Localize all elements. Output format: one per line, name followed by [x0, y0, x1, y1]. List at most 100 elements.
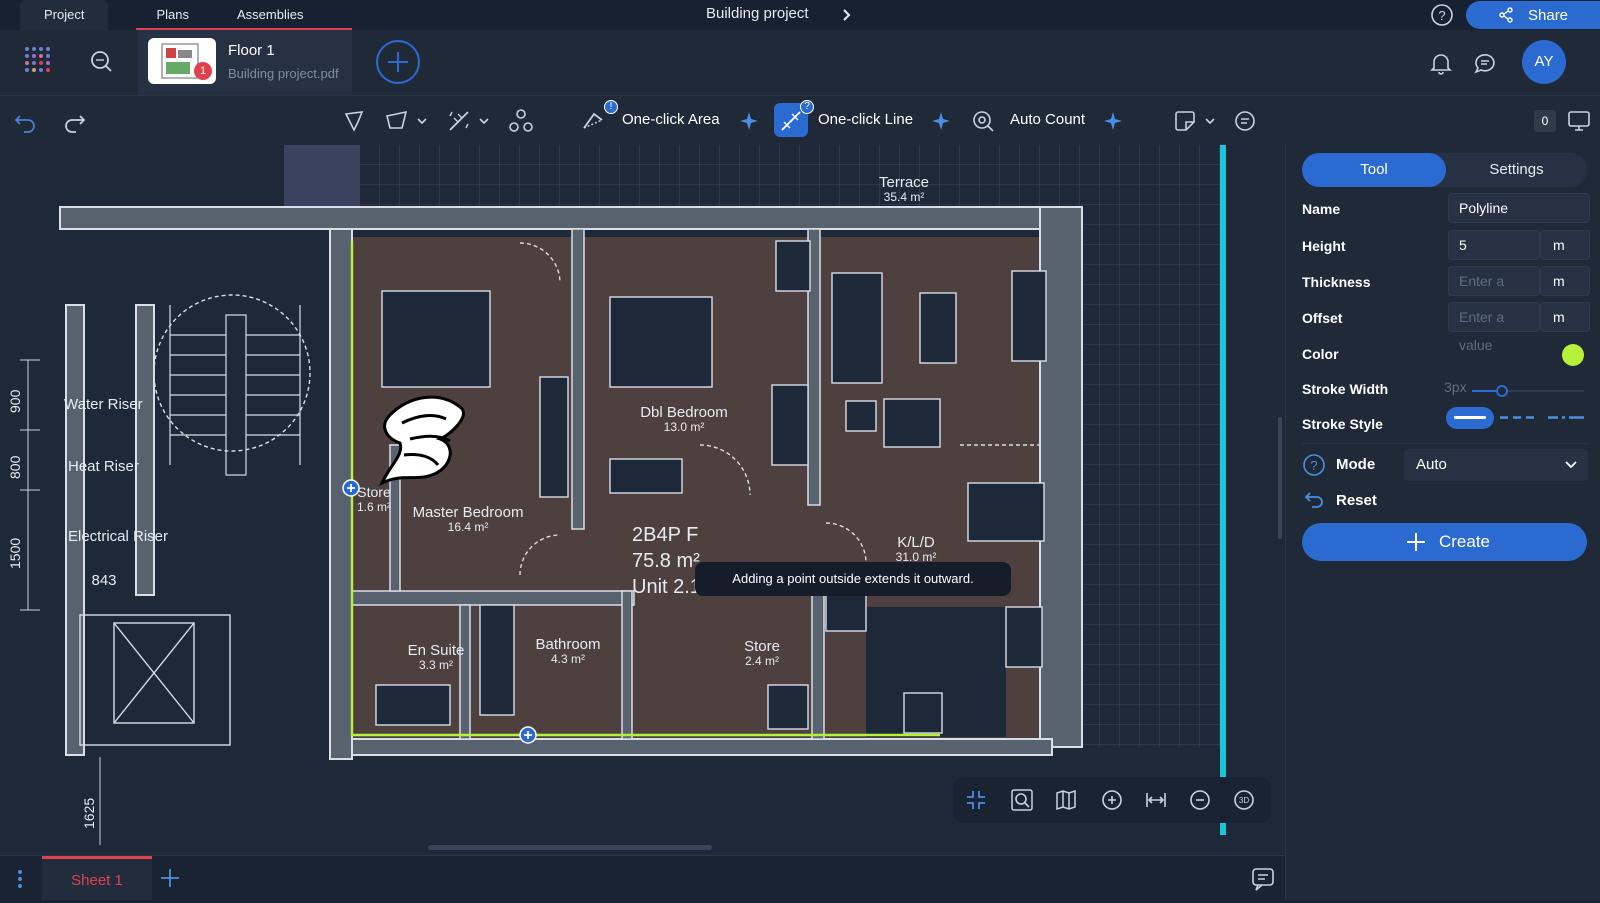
file-source: Building project.pdf — [228, 66, 339, 81]
monitor-icon[interactable] — [1566, 108, 1592, 134]
reset-icon[interactable] — [1302, 489, 1326, 513]
one-click-line-label[interactable]: One-click Line — [818, 111, 914, 128]
sparkle-icon[interactable] — [736, 108, 762, 134]
stroke-style-dash-dot[interactable] — [1548, 416, 1584, 419]
stroke-style-solid[interactable] — [1446, 407, 1494, 429]
layer-count-badge: 0 — [1534, 110, 1556, 132]
polygon-tool-icon[interactable] — [342, 108, 368, 134]
create-button[interactable]: Create — [1302, 523, 1587, 561]
room-name-dbl-bedroom: Dbl Bedroom — [640, 404, 728, 421]
tab-plans[interactable]: Plans — [156, 7, 189, 22]
tab-settings[interactable]: Settings — [1489, 161, 1544, 178]
stroke-style-dashed[interactable] — [1500, 416, 1534, 419]
one-click-area-icon[interactable] — [580, 108, 606, 134]
sticky-note-icon[interactable] — [1172, 108, 1198, 134]
dimension-800: 800 — [7, 455, 23, 479]
sheet-tab[interactable]: Sheet 1 — [42, 856, 152, 900]
riser-number: 843 — [91, 572, 116, 589]
vertical-scrollbar[interactable] — [1278, 417, 1282, 539]
file-name: Floor 1 — [228, 42, 275, 59]
help-icon[interactable]: ? — [1430, 3, 1454, 27]
map-icon[interactable] — [1054, 788, 1078, 812]
room-name-store-1: Store — [357, 484, 391, 500]
name-field[interactable]: Polyline — [1448, 193, 1590, 223]
redo-icon[interactable] — [62, 108, 88, 134]
floor-plan-drawing[interactable]: Terrace 35.4 m² Dbl Bedroom 13.0 m² Mast… — [0, 145, 1285, 855]
comment-icon[interactable] — [1232, 108, 1258, 134]
sparkle-icon[interactable] — [1100, 108, 1126, 134]
chevron-down-icon[interactable] — [1202, 108, 1218, 134]
zoom-out-icon[interactable] — [1188, 788, 1212, 812]
tab-assemblies[interactable]: Assemblies — [237, 7, 304, 22]
3d-view-icon[interactable]: 3D — [1232, 788, 1256, 812]
add-sheet-icon[interactable] — [158, 866, 182, 890]
zoom-search-icon[interactable] — [1010, 788, 1034, 812]
help-icon[interactable]: ? — [1302, 453, 1326, 477]
add-file-button[interactable] — [376, 40, 420, 84]
stroke-style-label: Stroke Style — [1302, 416, 1383, 432]
offset-field[interactable]: Enter a value — [1448, 302, 1540, 353]
svg-text:?: ? — [1310, 458, 1317, 473]
chevron-right-icon[interactable] — [836, 5, 856, 25]
zoom-in-icon[interactable] — [1100, 788, 1124, 812]
user-avatar[interactable]: AY — [1522, 40, 1566, 84]
sparkle-icon[interactable] — [928, 108, 954, 134]
kebab-menu-icon[interactable] — [12, 868, 28, 890]
tool-hint-tooltip: Adding a point outside extends it outwar… — [695, 562, 1011, 596]
file-card[interactable]: 1 Floor 1 Building project.pdf — [138, 30, 352, 95]
top-bar: Project Plans Assemblies Building projec… — [0, 0, 1600, 31]
slider-knob[interactable] — [1496, 385, 1508, 397]
reset-label[interactable]: Reset — [1336, 492, 1377, 509]
plan-canvas[interactable]: Terrace 35.4 m² Dbl Bedroom 13.0 m² Mast… — [0, 145, 1285, 855]
thickness-field[interactable]: Enter a value — [1448, 266, 1540, 317]
comment-icon[interactable] — [1472, 50, 1498, 76]
unit-area: 75.8 m² — [632, 550, 700, 572]
horizontal-scrollbar[interactable] — [428, 845, 712, 850]
room-area-store-1: 1.6 m² — [357, 500, 391, 514]
auto-count-icon[interactable] — [970, 108, 996, 134]
drawing-toolbar: ! One-click Area ? One-click Line Auto C… — [0, 95, 1600, 145]
plus-icon — [388, 52, 408, 72]
share-button[interactable]: Share — [1466, 1, 1600, 29]
stroke-width-value: 3px — [1444, 379, 1467, 395]
thickness-unit[interactable]: m — [1540, 266, 1590, 296]
chevron-down-icon[interactable] — [414, 108, 430, 134]
stroke-width-slider[interactable] — [1472, 385, 1584, 397]
one-click-line-icon[interactable] — [778, 108, 804, 134]
tab-project[interactable]: Project — [20, 0, 109, 30]
line-info-badge: ? — [800, 100, 814, 114]
notification-badge: 1 — [194, 62, 212, 80]
dimension-900: 900 — [7, 389, 23, 413]
main-tabs: Project Plans Assemblies — [20, 0, 327, 30]
offset-unit[interactable]: m — [1540, 302, 1590, 332]
mode-label: Mode — [1336, 456, 1376, 473]
share-icon — [1499, 7, 1513, 23]
active-tab-indicator — [136, 28, 352, 31]
mode-select[interactable]: Auto — [1404, 449, 1588, 481]
height-field[interactable]: 5 — [1448, 230, 1540, 260]
collapse-icon[interactable] — [964, 788, 988, 812]
create-label: Create — [1438, 532, 1491, 551]
project-title[interactable]: Building project — [706, 5, 809, 22]
app-grid-icon[interactable] — [22, 44, 56, 78]
count-tool-icon[interactable] — [508, 108, 534, 134]
room-area-en-suite: 3.3 m² — [419, 658, 453, 672]
area-tool-icon[interactable] — [384, 108, 410, 134]
room-area-store-2: 2.4 m² — [745, 654, 779, 668]
unit-type: 2B4P F — [632, 524, 698, 546]
search-icon[interactable] — [88, 48, 114, 74]
one-click-area-label[interactable]: One-click Area — [622, 111, 720, 128]
tab-tool[interactable]: Tool — [1302, 153, 1446, 187]
color-swatch[interactable] — [1562, 344, 1584, 366]
measure-tool-icon[interactable] — [446, 108, 472, 134]
offset-label: Offset — [1302, 310, 1343, 326]
comments-panel-icon[interactable] — [1250, 866, 1276, 892]
fit-width-icon[interactable] — [1144, 788, 1168, 812]
chevron-down-icon[interactable] — [476, 108, 492, 134]
undo-icon[interactable] — [12, 108, 38, 134]
auto-count-label[interactable]: Auto Count — [1010, 111, 1086, 128]
riser-electrical: Electrical Riser — [68, 528, 168, 545]
height-unit[interactable]: m — [1540, 230, 1590, 260]
dimension-1625: 1625 — [81, 798, 97, 829]
bell-icon[interactable] — [1428, 50, 1454, 76]
